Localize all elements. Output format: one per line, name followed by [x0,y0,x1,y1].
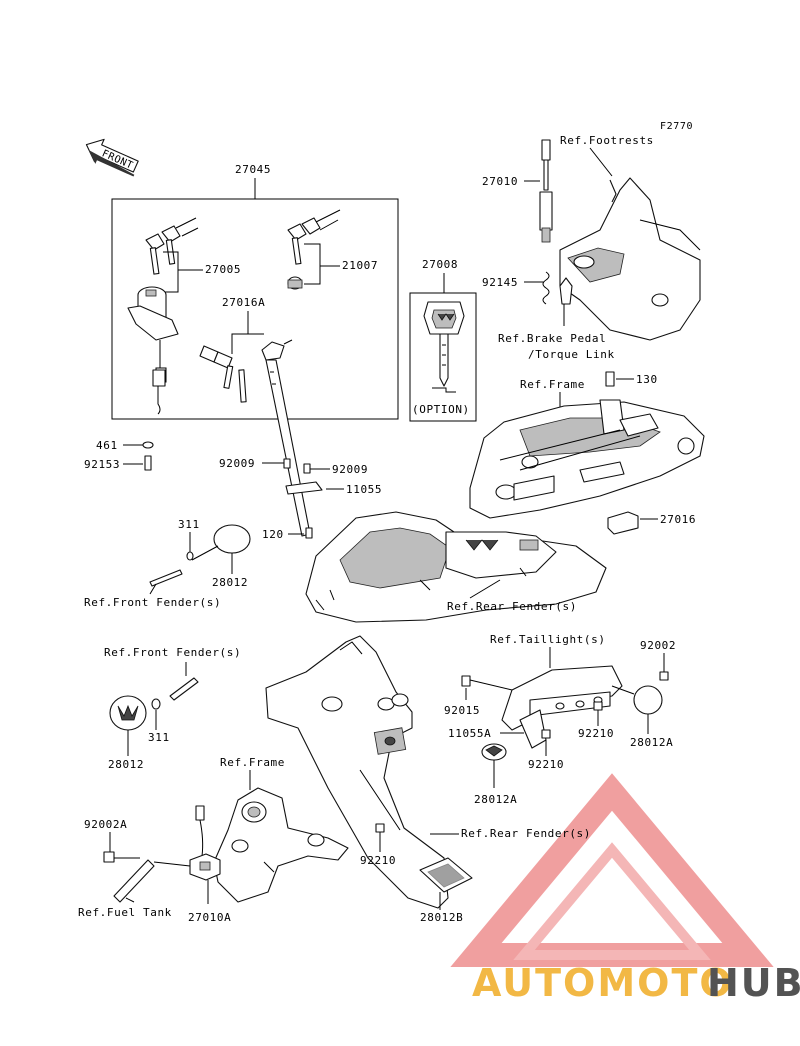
ref-brake-pedal-2: /Torque Link [528,348,615,361]
callout-92002: 92002 [640,639,676,652]
callout-27016A: 27016A [222,296,265,309]
callout-28012A-mid: 28012A [474,793,517,806]
callout-92009a: 92009 [219,457,255,470]
callout-130: 130 [636,373,658,386]
callout-27005: 27005 [205,263,241,276]
callout-27010A: 27010A [188,911,231,924]
callout-311b: 311 [148,731,170,744]
bolt-92002A [103,851,115,863]
kit-box-27045 [111,198,399,420]
callout-92145: 92145 [482,276,518,289]
callout-92153: 92153 [84,458,120,471]
watermark-text-automoto: AUTOMOTO [472,961,734,1005]
ref-front-fender-1: Ref.Front Fender(s) [84,596,221,609]
ref-front-fender-2: Ref.Front Fender(s) [104,646,241,659]
callout-27010: 27010 [482,175,518,188]
callout-92210c: 92210 [360,854,396,867]
reflector-28012B [419,857,473,893]
ignition-switch [127,286,179,415]
front-arrow-icon: FRONT [85,138,139,177]
license-bracket [501,665,623,749]
ref-footrests: Ref.Footrests [560,134,654,147]
callout-28012A-right: 28012A [630,736,673,749]
footrest-bracket [559,177,701,341]
ref-rear-fender-1: Ref.Rear Fender(s) [447,600,577,613]
spring-92145 [542,271,550,305]
bolt-92153 [144,455,152,471]
callout-92210a: 92210 [578,727,614,740]
callout-28012b: 28012 [108,758,144,771]
ref-frame-top: Ref.Frame [520,378,585,391]
callout-461: 461 [96,439,118,452]
key-set-21007 [287,209,341,290]
callout-27008: 27008 [422,258,458,271]
callout-28012a: 28012 [212,576,248,589]
callout-311a: 311 [178,518,200,531]
bolt-130 [605,371,615,387]
callout-92009b: 92009 [332,463,368,476]
brake-switch-27010 [539,139,553,243]
callout-92210b: 92210 [528,758,564,771]
reflector-28012A-right [633,685,663,715]
callout-11055A: 11055A [448,727,491,740]
callout-120: 120 [262,528,284,541]
latch-27016 [607,511,639,535]
callout-11055: 11055 [346,483,382,496]
ref-frame-bottom: Ref.Frame [220,756,285,769]
pin-311b [169,677,199,701]
brake-pedal-link [559,277,573,305]
callout-92002A: 92002A [84,818,127,831]
fuel-tank-rod [113,859,155,903]
option-box-27008 [409,292,477,422]
sidestand-switch-27010A [189,805,221,881]
callout-28012B: 28012B [420,911,463,924]
reflector-28012A-mid [481,743,507,761]
rear-subframe [265,635,449,909]
figure-code: F2770 [660,121,693,132]
option-label: (OPTION) [412,403,470,416]
key-set-27016A [199,339,293,403]
pin-311a [149,569,183,587]
ref-brake-pedal-1: Ref.Brake Pedal [498,332,606,345]
callout-21007: 21007 [342,259,378,272]
under-seat-tray [305,511,607,623]
callout-27045: 27045 [235,163,271,176]
callout-92015: 92015 [444,704,480,717]
watermark-logo: AUTOMOTO HUB [450,773,800,1005]
rubber-pad-28012 [213,524,251,554]
watermark-text-hub: HUB [707,961,800,1005]
seat-lock-cable [265,359,311,537]
washer-461 [142,441,154,449]
frame-pivot [213,787,349,903]
rubber-pad-28012b [109,695,147,731]
callout-27016: 27016 [660,513,696,526]
ref-rear-fender-2: Ref.Rear Fender(s) [461,827,591,840]
ref-fuel-tank: Ref.Fuel Tank [78,906,172,919]
key-set-27005 [145,217,199,275]
option-key-27008 [423,301,465,393]
ref-taillight: Ref.Taillight(s) [490,633,606,646]
bracket-11055 [285,481,323,495]
rear-frame [469,399,705,519]
